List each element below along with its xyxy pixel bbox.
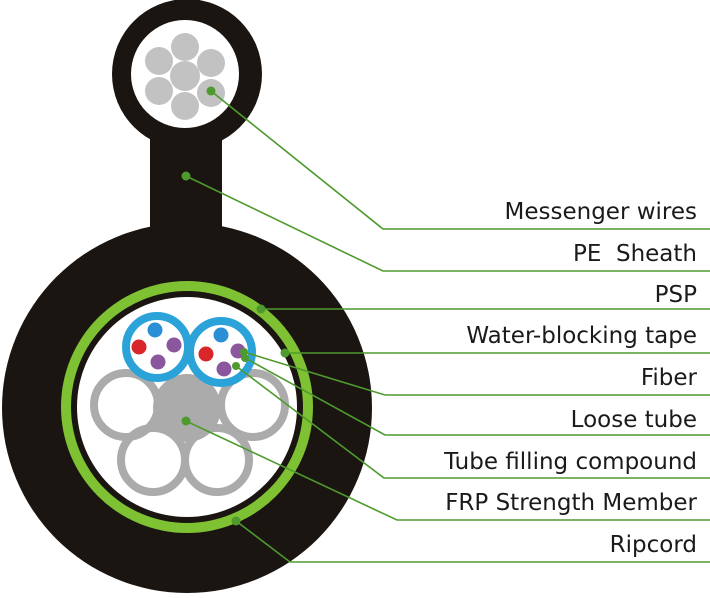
labels: Messenger wires PE Sheath PSP Water-bloc… bbox=[443, 199, 697, 558]
messenger-wires bbox=[131, 20, 239, 128]
messenger-wire bbox=[170, 61, 200, 91]
fiber bbox=[166, 337, 182, 353]
leader-frp-strength-member bbox=[185, 420, 710, 521]
messenger-wire bbox=[197, 49, 225, 77]
fiber bbox=[147, 322, 163, 338]
messenger-wire bbox=[145, 77, 173, 105]
label-frp-strength-member: FRP Strength Member bbox=[445, 490, 697, 516]
fiber bbox=[216, 361, 232, 377]
label-pe-sheath: PE Sheath bbox=[573, 241, 697, 267]
frp-strength-member bbox=[153, 374, 221, 442]
messenger-wire bbox=[145, 47, 173, 75]
leader-dot bbox=[181, 171, 191, 181]
label-messenger-wires: Messenger wires bbox=[505, 199, 698, 225]
fiber bbox=[131, 339, 147, 355]
leader-dots bbox=[181, 86, 290, 526]
messenger-wire bbox=[171, 92, 199, 120]
label-water-blocking-tape: Water-blocking tape bbox=[466, 323, 697, 349]
leader-dot bbox=[181, 416, 191, 426]
filler-rod bbox=[217, 369, 289, 441]
leader-dot bbox=[232, 362, 240, 370]
filler-rods bbox=[90, 369, 289, 496]
fiber bbox=[150, 354, 166, 370]
leader-messenger-wires bbox=[210, 90, 710, 230]
leader-dot bbox=[241, 354, 249, 362]
label-loose-tube: Loose tube bbox=[571, 407, 697, 433]
leader-dot bbox=[256, 304, 266, 314]
leader-dot bbox=[240, 348, 248, 356]
messenger-wire bbox=[171, 33, 199, 61]
leader-dot bbox=[280, 348, 290, 358]
leader-pe-sheath bbox=[185, 175, 710, 272]
loose-tube-left bbox=[122, 312, 192, 382]
leader-tube-filling-compound bbox=[235, 365, 710, 479]
fiber bbox=[198, 346, 214, 362]
leader-dot bbox=[206, 86, 216, 96]
leader-dot bbox=[231, 516, 241, 526]
cable-drawing bbox=[2, 0, 372, 593]
filler-rod bbox=[181, 424, 253, 496]
leader-lines bbox=[185, 90, 710, 563]
label-tube-filling-compound: Tube filling compound bbox=[443, 449, 697, 475]
leader-loose-tube bbox=[244, 357, 710, 436]
label-fiber: Fiber bbox=[641, 365, 698, 391]
leader-ripcord bbox=[235, 520, 710, 563]
label-psp: PSP bbox=[655, 282, 697, 308]
fiber bbox=[213, 327, 229, 343]
label-ripcord: Ripcord bbox=[610, 532, 697, 558]
leader-fiber bbox=[243, 351, 710, 396]
